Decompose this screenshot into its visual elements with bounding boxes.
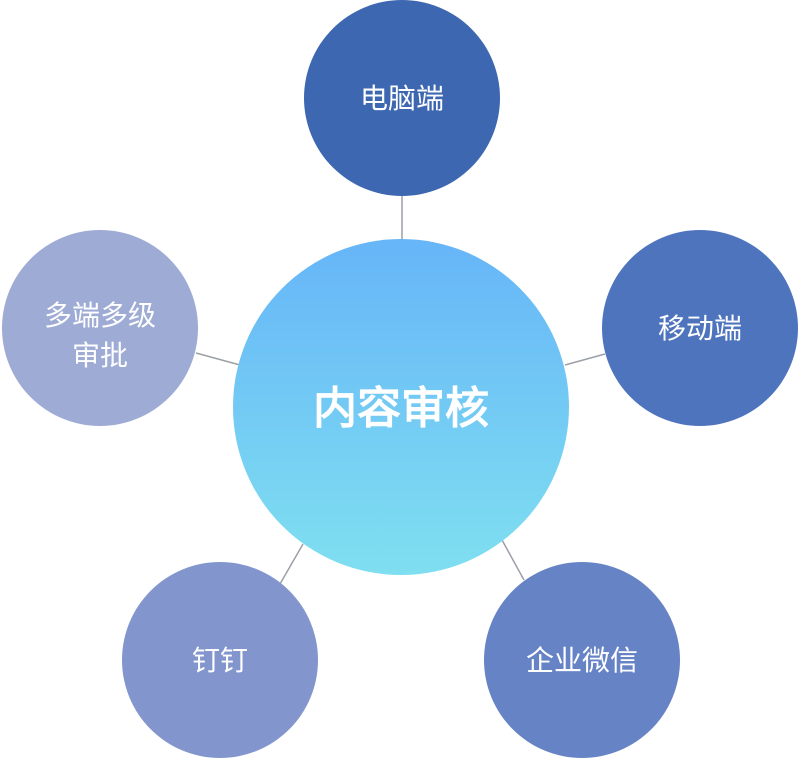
node-circle-wecom (484, 562, 680, 758)
node-label-mobile: 移动端 (658, 312, 742, 345)
connector-mobile (564, 353, 606, 366)
node-label-multi-approval-line1: 多端多级 (44, 299, 156, 332)
node-wecom: 企业微信 (484, 562, 680, 758)
node-desktop: 电脑端 (304, 0, 500, 196)
node-mobile: 移动端 (602, 230, 798, 426)
node-dingtalk: 钉钉 (122, 562, 318, 758)
connector-multi-approval (195, 352, 241, 366)
node-circle-desktop (304, 0, 500, 196)
node-circle-dingtalk (122, 562, 318, 758)
node-multi-approval: 多端多级 审批 (2, 230, 198, 426)
node-label-wecom: 企业微信 (526, 644, 638, 677)
center-node: 内容审核 (233, 239, 569, 575)
node-circle-multi-approval (2, 230, 198, 426)
node-circle-mobile (602, 230, 798, 426)
center-circle (233, 239, 569, 575)
center-label: 内容审核 (313, 383, 489, 434)
node-label-desktop: 电脑端 (360, 82, 444, 115)
node-label-dingtalk: 钉钉 (192, 644, 248, 677)
node-label-multi-approval-line2: 审批 (72, 339, 128, 372)
connector-wecom (501, 539, 525, 581)
connector-dingtalk (279, 543, 304, 585)
